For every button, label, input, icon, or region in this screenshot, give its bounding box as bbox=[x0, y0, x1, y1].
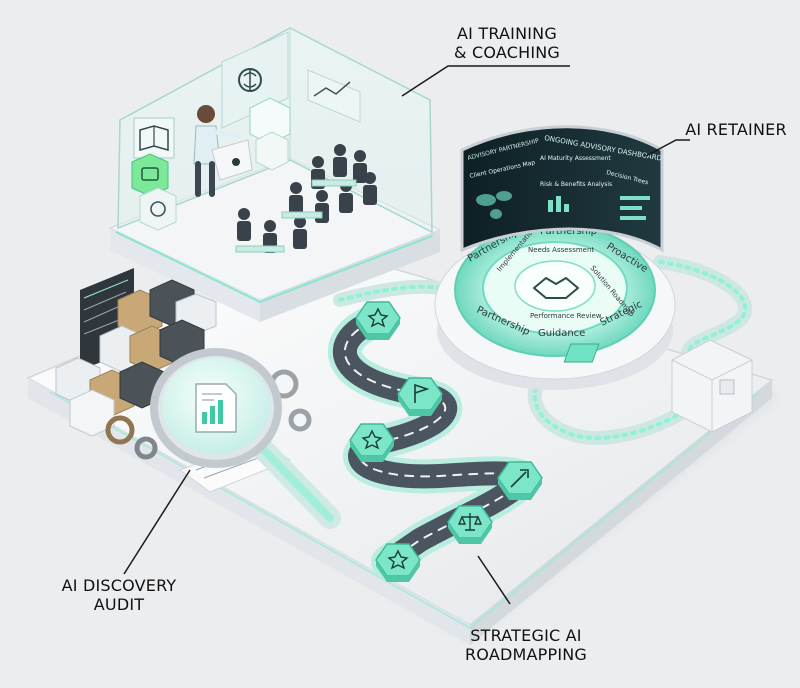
gear-icon bbox=[105, 415, 158, 460]
dashboard-bars bbox=[548, 196, 650, 220]
callout-discovery-line2: AUDIT bbox=[93, 595, 145, 614]
training-cube bbox=[249, 97, 291, 171]
dashboard-panel: Risk & Benefits Analysis bbox=[540, 181, 612, 188]
callout-retainer-line1: AI RETAINER bbox=[685, 120, 787, 139]
ring-outer-label: Guidance bbox=[538, 328, 585, 339]
discovery-leader bbox=[123, 469, 191, 575]
ring-inner-label: Needs Assessment bbox=[528, 246, 594, 254]
scales-icon bbox=[457, 513, 483, 531]
book-icon bbox=[133, 117, 175, 159]
star-icon bbox=[367, 307, 389, 328]
road-node bbox=[497, 461, 543, 500]
handshake-icon bbox=[533, 277, 579, 299]
callout-discovery: AI DISCOVERY AUDIT bbox=[44, 576, 194, 614]
road-node bbox=[447, 505, 493, 544]
star-icon bbox=[361, 429, 383, 450]
processor-box bbox=[563, 339, 753, 433]
ring-outer-label: Partnership bbox=[540, 226, 597, 237]
magnifier bbox=[150, 348, 341, 529]
callout-roadmapping-line1: STRATEGIC AI bbox=[470, 626, 582, 645]
roadmapping-leader bbox=[477, 555, 511, 605]
robot-icon bbox=[131, 153, 169, 197]
retainer-ring: Partnership Partnership Proactive Partne… bbox=[434, 223, 676, 390]
data-cubes bbox=[55, 268, 312, 493]
road-node bbox=[375, 543, 421, 582]
advisory-dashboard: ONGOING ADVISORY DASHBOARD ADVISORY PART… bbox=[460, 125, 664, 253]
callout-retainer: AI RETAINER bbox=[676, 120, 796, 139]
ring-inner-label: Performance Review bbox=[530, 312, 602, 320]
star-icon bbox=[387, 549, 409, 570]
retainer-leader bbox=[645, 139, 690, 157]
callout-training-line2: & COACHING bbox=[454, 43, 560, 62]
dashboard-panel: AI Maturity Assessment bbox=[540, 155, 611, 162]
road-node bbox=[355, 301, 401, 340]
road-node bbox=[397, 377, 443, 416]
callout-roadmapping-line2: ROADMAPPING bbox=[464, 645, 588, 664]
audience bbox=[235, 144, 377, 253]
flag-icon bbox=[414, 383, 430, 403]
rocket-icon bbox=[510, 469, 529, 488]
training-leader bbox=[401, 65, 570, 97]
road-node bbox=[349, 423, 395, 462]
instructor bbox=[193, 105, 253, 197]
callout-training: AI TRAINING & COACHING bbox=[432, 24, 582, 62]
callout-roadmapping: STRATEGIC AI ROADMAPPING bbox=[446, 626, 606, 664]
training-room bbox=[108, 27, 442, 322]
callout-leaders bbox=[123, 65, 690, 605]
callout-training-line1: AI TRAINING bbox=[457, 24, 557, 43]
callout-discovery-line1: AI DISCOVERY bbox=[61, 576, 177, 595]
brain-icon bbox=[238, 68, 262, 92]
gear-icon bbox=[139, 187, 177, 231]
world-map bbox=[476, 191, 512, 219]
document-chart-icon bbox=[195, 383, 237, 433]
